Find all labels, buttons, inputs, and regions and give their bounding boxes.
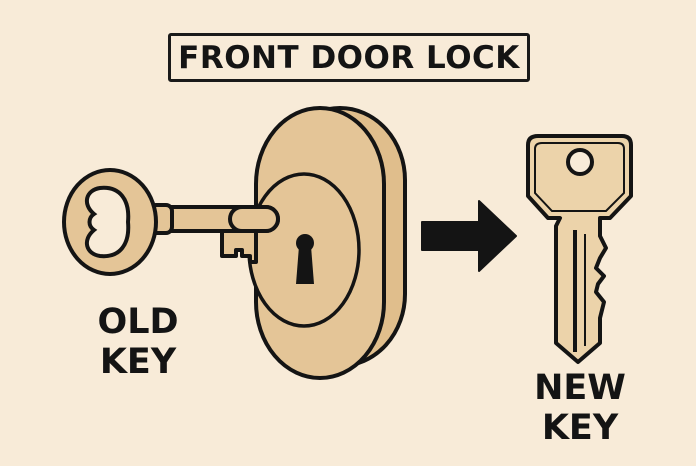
keyhole-icon xyxy=(296,234,314,284)
diagram-title: FRONT DOOR LOCK xyxy=(178,39,520,76)
lock-icon xyxy=(247,106,407,380)
new-key-icon xyxy=(526,134,633,364)
new-key-label-line1: NEW xyxy=(534,368,626,408)
old-key-label-line1: OLD xyxy=(97,302,179,342)
old-key-label: OLD KEY xyxy=(88,302,188,382)
new-key-label-line2: KEY xyxy=(541,408,619,448)
arrow-right-icon xyxy=(421,200,517,272)
old-key-label-line2: KEY xyxy=(99,342,177,382)
title-box: FRONT DOOR LOCK xyxy=(168,33,530,82)
new-key-label: NEW KEY xyxy=(528,368,632,448)
old-key-icon xyxy=(62,168,280,276)
